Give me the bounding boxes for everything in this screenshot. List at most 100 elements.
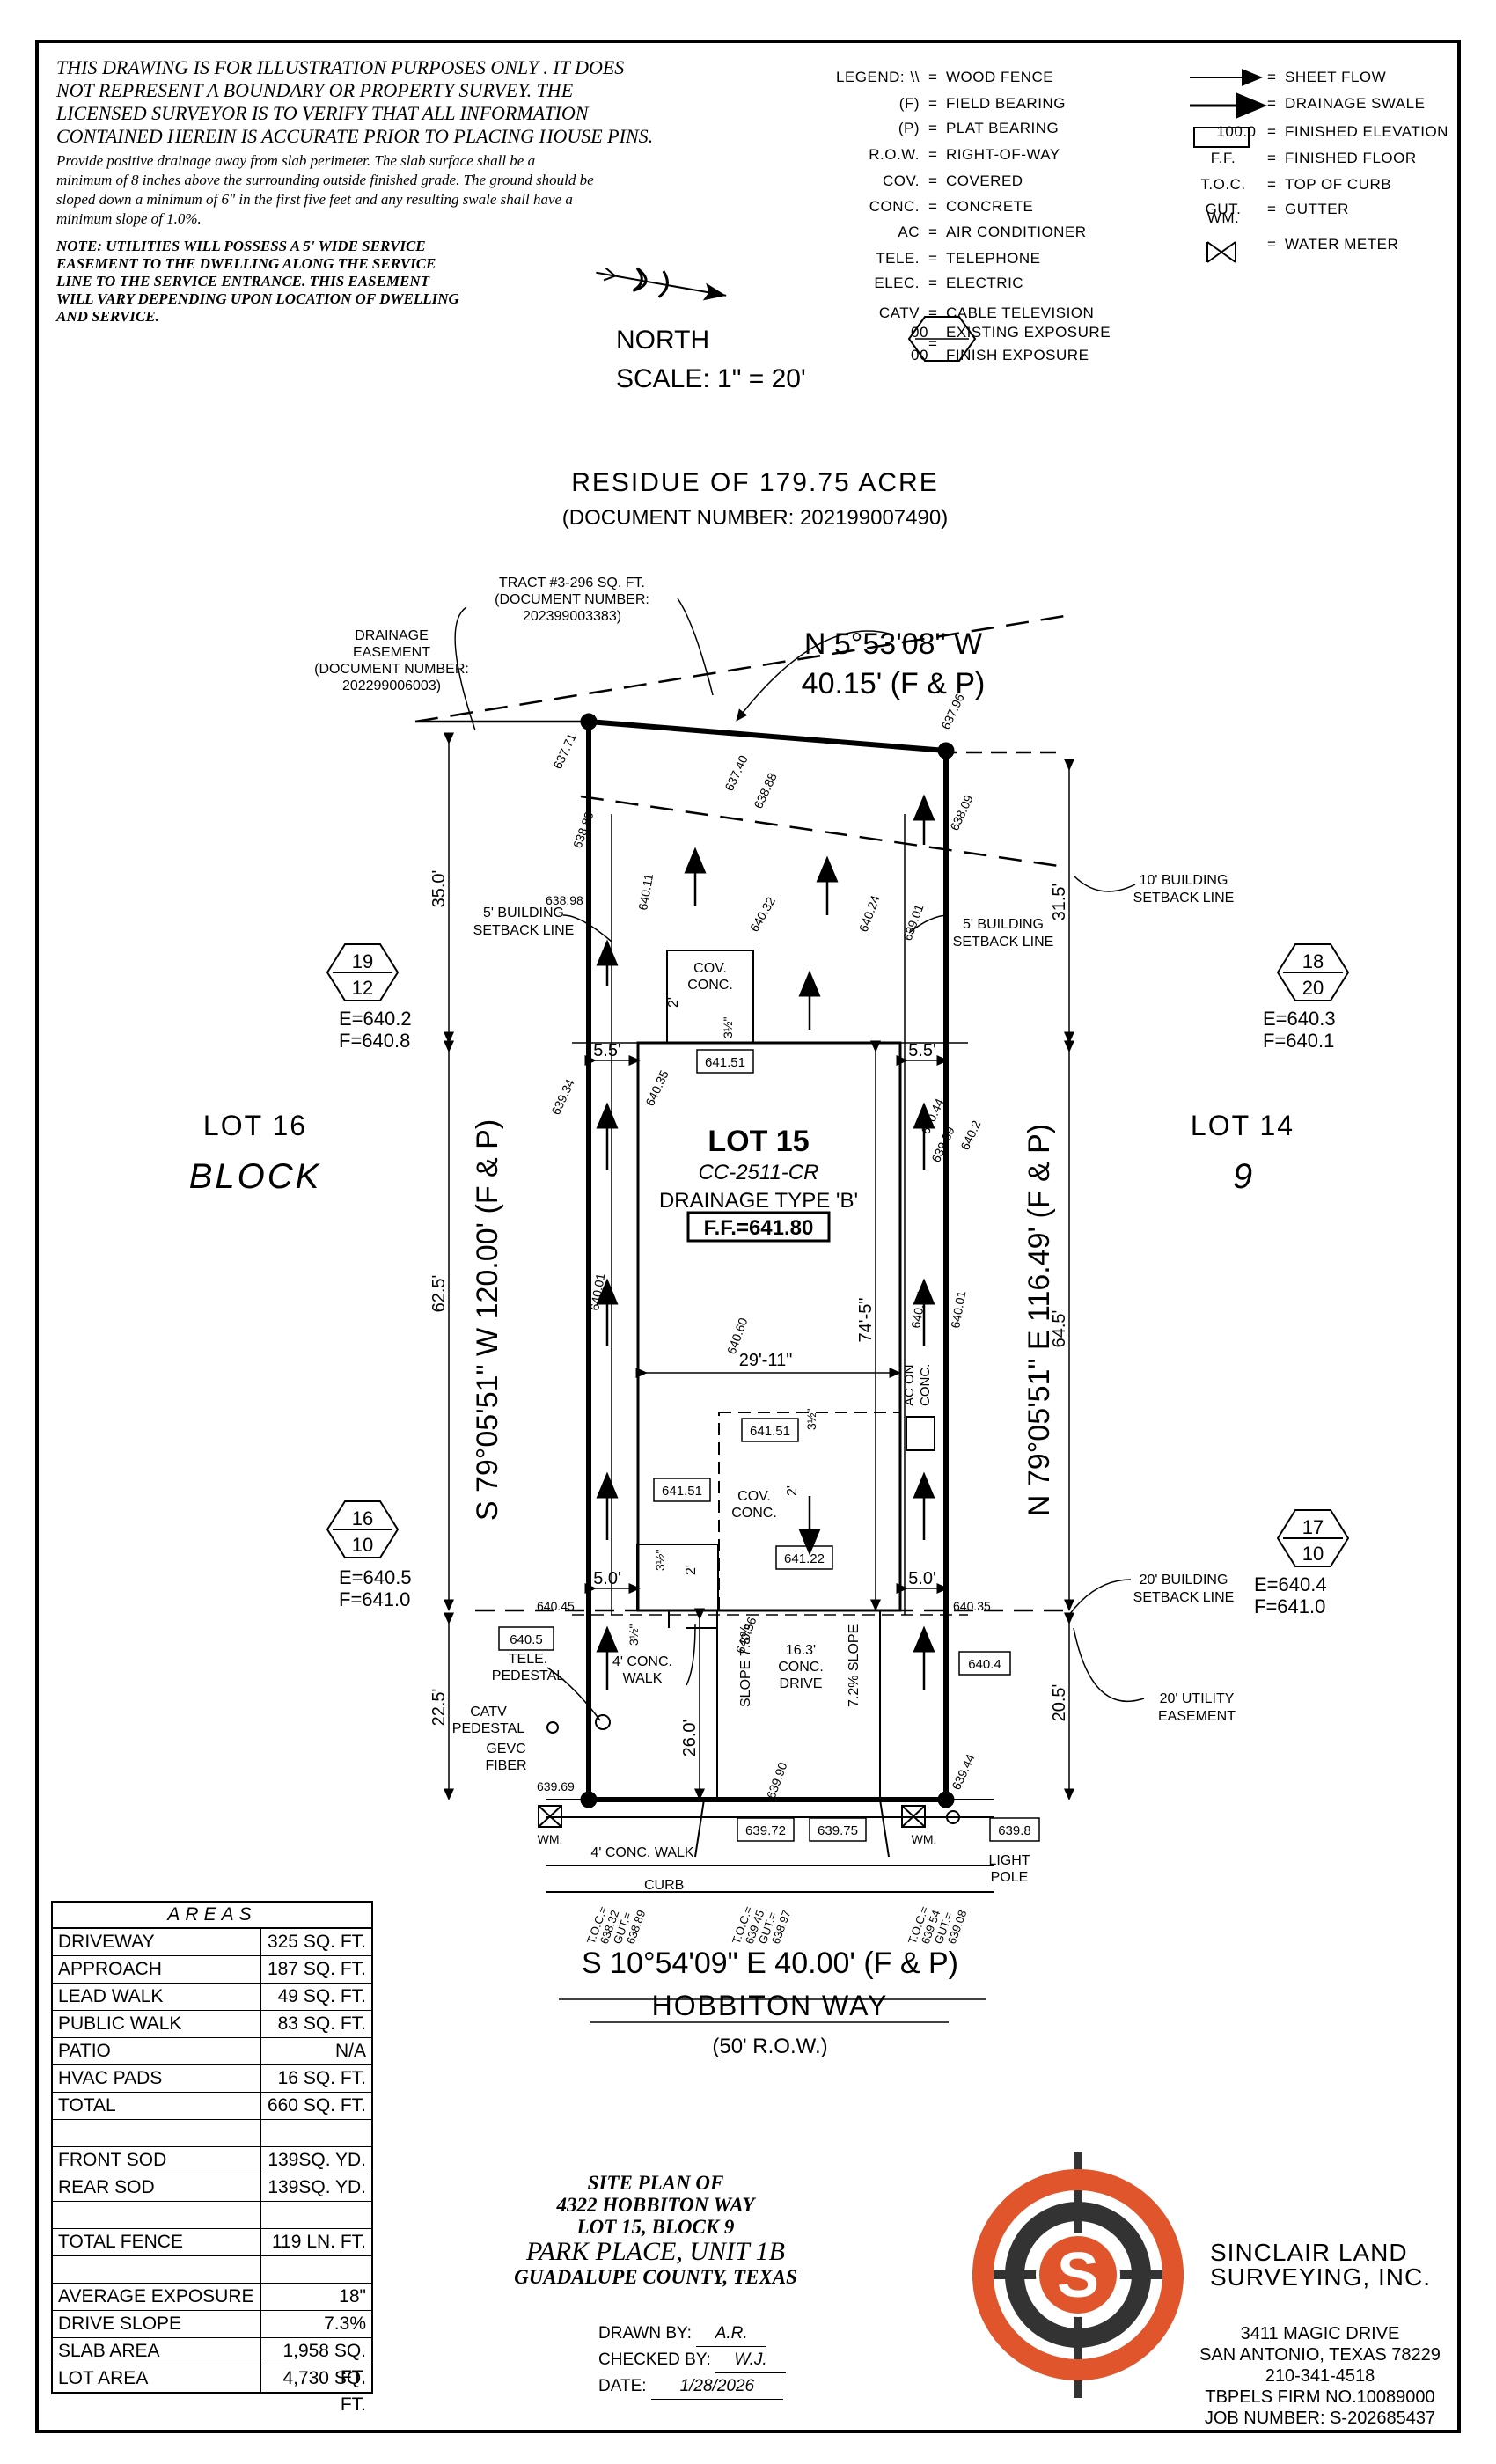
legend-value: FINISH EXPOSURE bbox=[946, 347, 1089, 363]
block-label: BLOCK bbox=[189, 1157, 322, 1196]
top-distance: 40.15' (F & P) bbox=[802, 667, 986, 700]
spot-elevation: 640.2 bbox=[957, 1118, 983, 1153]
wm-label: WM. bbox=[538, 1832, 563, 1846]
legend-value: TELEPHONE bbox=[946, 250, 1041, 267]
legend-value: WOOD FENCE bbox=[946, 69, 1054, 85]
setback-right: 5' BUILDING bbox=[963, 917, 1044, 932]
finished-elevation: 641.51 bbox=[750, 1424, 790, 1439]
ac-conc-label: CONC. bbox=[918, 1364, 933, 1406]
areas-title: AREAS bbox=[53, 1903, 371, 1929]
legend-eq: = bbox=[928, 172, 938, 189]
fraction-label: 3½" bbox=[627, 1624, 641, 1646]
date-value: 1/28/2026 bbox=[650, 2373, 783, 2400]
legend-eq: = bbox=[1267, 176, 1277, 193]
legend-value: WATER METER bbox=[1285, 236, 1399, 253]
leader-lines bbox=[454, 598, 1145, 1721]
hex-value: 19 bbox=[352, 950, 373, 972]
areas-name: TOTAL bbox=[53, 2093, 261, 2119]
company-address: 3411 MAGIC DRIVE SAN ANTONIO, TEXAS 7822… bbox=[1188, 2323, 1452, 2429]
legend-eq: = bbox=[928, 304, 938, 321]
sheet-flow-arrows bbox=[596, 794, 935, 1690]
cov-conc-label: COV. bbox=[737, 1489, 771, 1504]
drive-label: CONC. bbox=[778, 1660, 824, 1675]
hex-value: 17 bbox=[1302, 1516, 1324, 1538]
top-bearing: N 5°53'08" W bbox=[804, 627, 982, 661]
legend-value: TOP OF CURB bbox=[1285, 176, 1392, 193]
legend-key: GUT. bbox=[1205, 201, 1242, 217]
date-label: DATE: bbox=[598, 2377, 647, 2395]
boxed-elevation-frames bbox=[498, 1049, 1040, 1842]
legend-eq: = bbox=[1267, 201, 1277, 217]
utility-easement: EASEMENT bbox=[1158, 1709, 1236, 1724]
catv-pedestal-label: PEDESTAL bbox=[452, 1721, 525, 1736]
setback-left: 5' BUILDING bbox=[483, 906, 564, 920]
sheet-border bbox=[35, 40, 1461, 2433]
bottom-bearing: S 10°54'09" E 40.00' (F & P) bbox=[582, 1947, 958, 1980]
areas-value: 16 SQ. FT. bbox=[277, 2068, 366, 2088]
spot-elevation: 640.24 bbox=[856, 893, 883, 934]
areas-value bbox=[261, 2256, 371, 2283]
drainage-easement-label: (DOCUMENT NUMBER: bbox=[314, 662, 469, 677]
firm-number: TBPELS FIRM NO.10089000 bbox=[1205, 2387, 1435, 2407]
dim-205: 20.5' bbox=[1050, 1684, 1069, 1722]
address-line: SAN ANTONIO, TEXAS 78229 bbox=[1199, 2345, 1441, 2365]
dim-35: 35.0' bbox=[429, 870, 449, 908]
finished-floor: F.F.=641.80 bbox=[704, 1216, 814, 1240]
areas-value: 4,730 SQ. FT. bbox=[282, 2368, 366, 2415]
legend-eq: = bbox=[928, 275, 938, 291]
spot-elevation: 639.69 bbox=[537, 1779, 575, 1793]
hex-value: 10 bbox=[352, 1534, 373, 1556]
spot-elevation: 637.40 bbox=[722, 753, 751, 794]
legend-value: FINISHED ELEVATION bbox=[1285, 123, 1448, 140]
legend-eq: = bbox=[928, 95, 938, 112]
areas-value bbox=[261, 2202, 371, 2228]
areas-value bbox=[261, 2120, 371, 2146]
spot-elevation: 640.35 bbox=[953, 1599, 991, 1613]
drainage-note: sloped down a minimum of 6" in the first… bbox=[56, 191, 573, 208]
areas-value: 139SQ. YD. bbox=[268, 2150, 366, 2170]
areas-value: 139SQ. YD. bbox=[268, 2177, 366, 2197]
legend-eq: = bbox=[928, 120, 938, 136]
legend-key: WM. bbox=[1206, 209, 1240, 226]
hex-value: 16 bbox=[352, 1507, 373, 1529]
spot-elevation: 637.71 bbox=[550, 731, 579, 772]
plan-labels: RESIDUE OF 179.75 ACRE (DOCUMENT NUMBER:… bbox=[189, 468, 1336, 2058]
spot-elevation: 640.01 bbox=[948, 1289, 968, 1329]
left-bearing: S 79°05'51" W 120.00' (F & P) bbox=[471, 1119, 504, 1521]
catv-pedestal-label: CATV bbox=[470, 1705, 507, 1720]
ac-conc-label: AC ON bbox=[902, 1364, 917, 1406]
spot-elevation: 640.01 bbox=[587, 1272, 607, 1311]
areas-name: SLAB AREA bbox=[53, 2338, 261, 2365]
spot-elevation: 640.45 bbox=[537, 1599, 575, 1613]
legend-value: DRAINAGE SWALE bbox=[1285, 95, 1426, 112]
tele-pedestal-icon bbox=[595, 1714, 611, 1730]
areas-name bbox=[53, 2256, 261, 2283]
finished-elevation: 641.51 bbox=[662, 1484, 702, 1499]
areas-row bbox=[53, 2256, 371, 2284]
legend-title: LEGEND: bbox=[836, 69, 906, 85]
easement-lines bbox=[414, 614, 1066, 1612]
dim-2911: 29'-11" bbox=[739, 1351, 793, 1370]
spot-elevation: 638.83 bbox=[570, 810, 597, 850]
drainage-easement-label: DRAINAGE bbox=[355, 628, 429, 643]
legend-eq: = bbox=[928, 335, 938, 352]
areas-value: 119 LN. FT. bbox=[272, 2232, 366, 2252]
hex-value: 10 bbox=[1302, 1543, 1324, 1565]
lot14-label: LOT 14 bbox=[1191, 1110, 1294, 1141]
phone: 210-341-4518 bbox=[1265, 2366, 1375, 2386]
drawn-by: A.R. bbox=[696, 2321, 767, 2347]
disclaimer-line: NOT REPRESENT A BOUNDARY OR PROPERTY SUR… bbox=[56, 79, 574, 101]
legend-key: (F) bbox=[898, 95, 920, 112]
address-line: 3411 MAGIC DRIVE bbox=[1240, 2324, 1400, 2343]
house-footprint bbox=[636, 950, 935, 1612]
disclaimer-line: THIS DRAWING IS FOR ILLUSTRATION PURPOSE… bbox=[56, 56, 625, 78]
legend-value: SHEET FLOW bbox=[1285, 69, 1387, 85]
